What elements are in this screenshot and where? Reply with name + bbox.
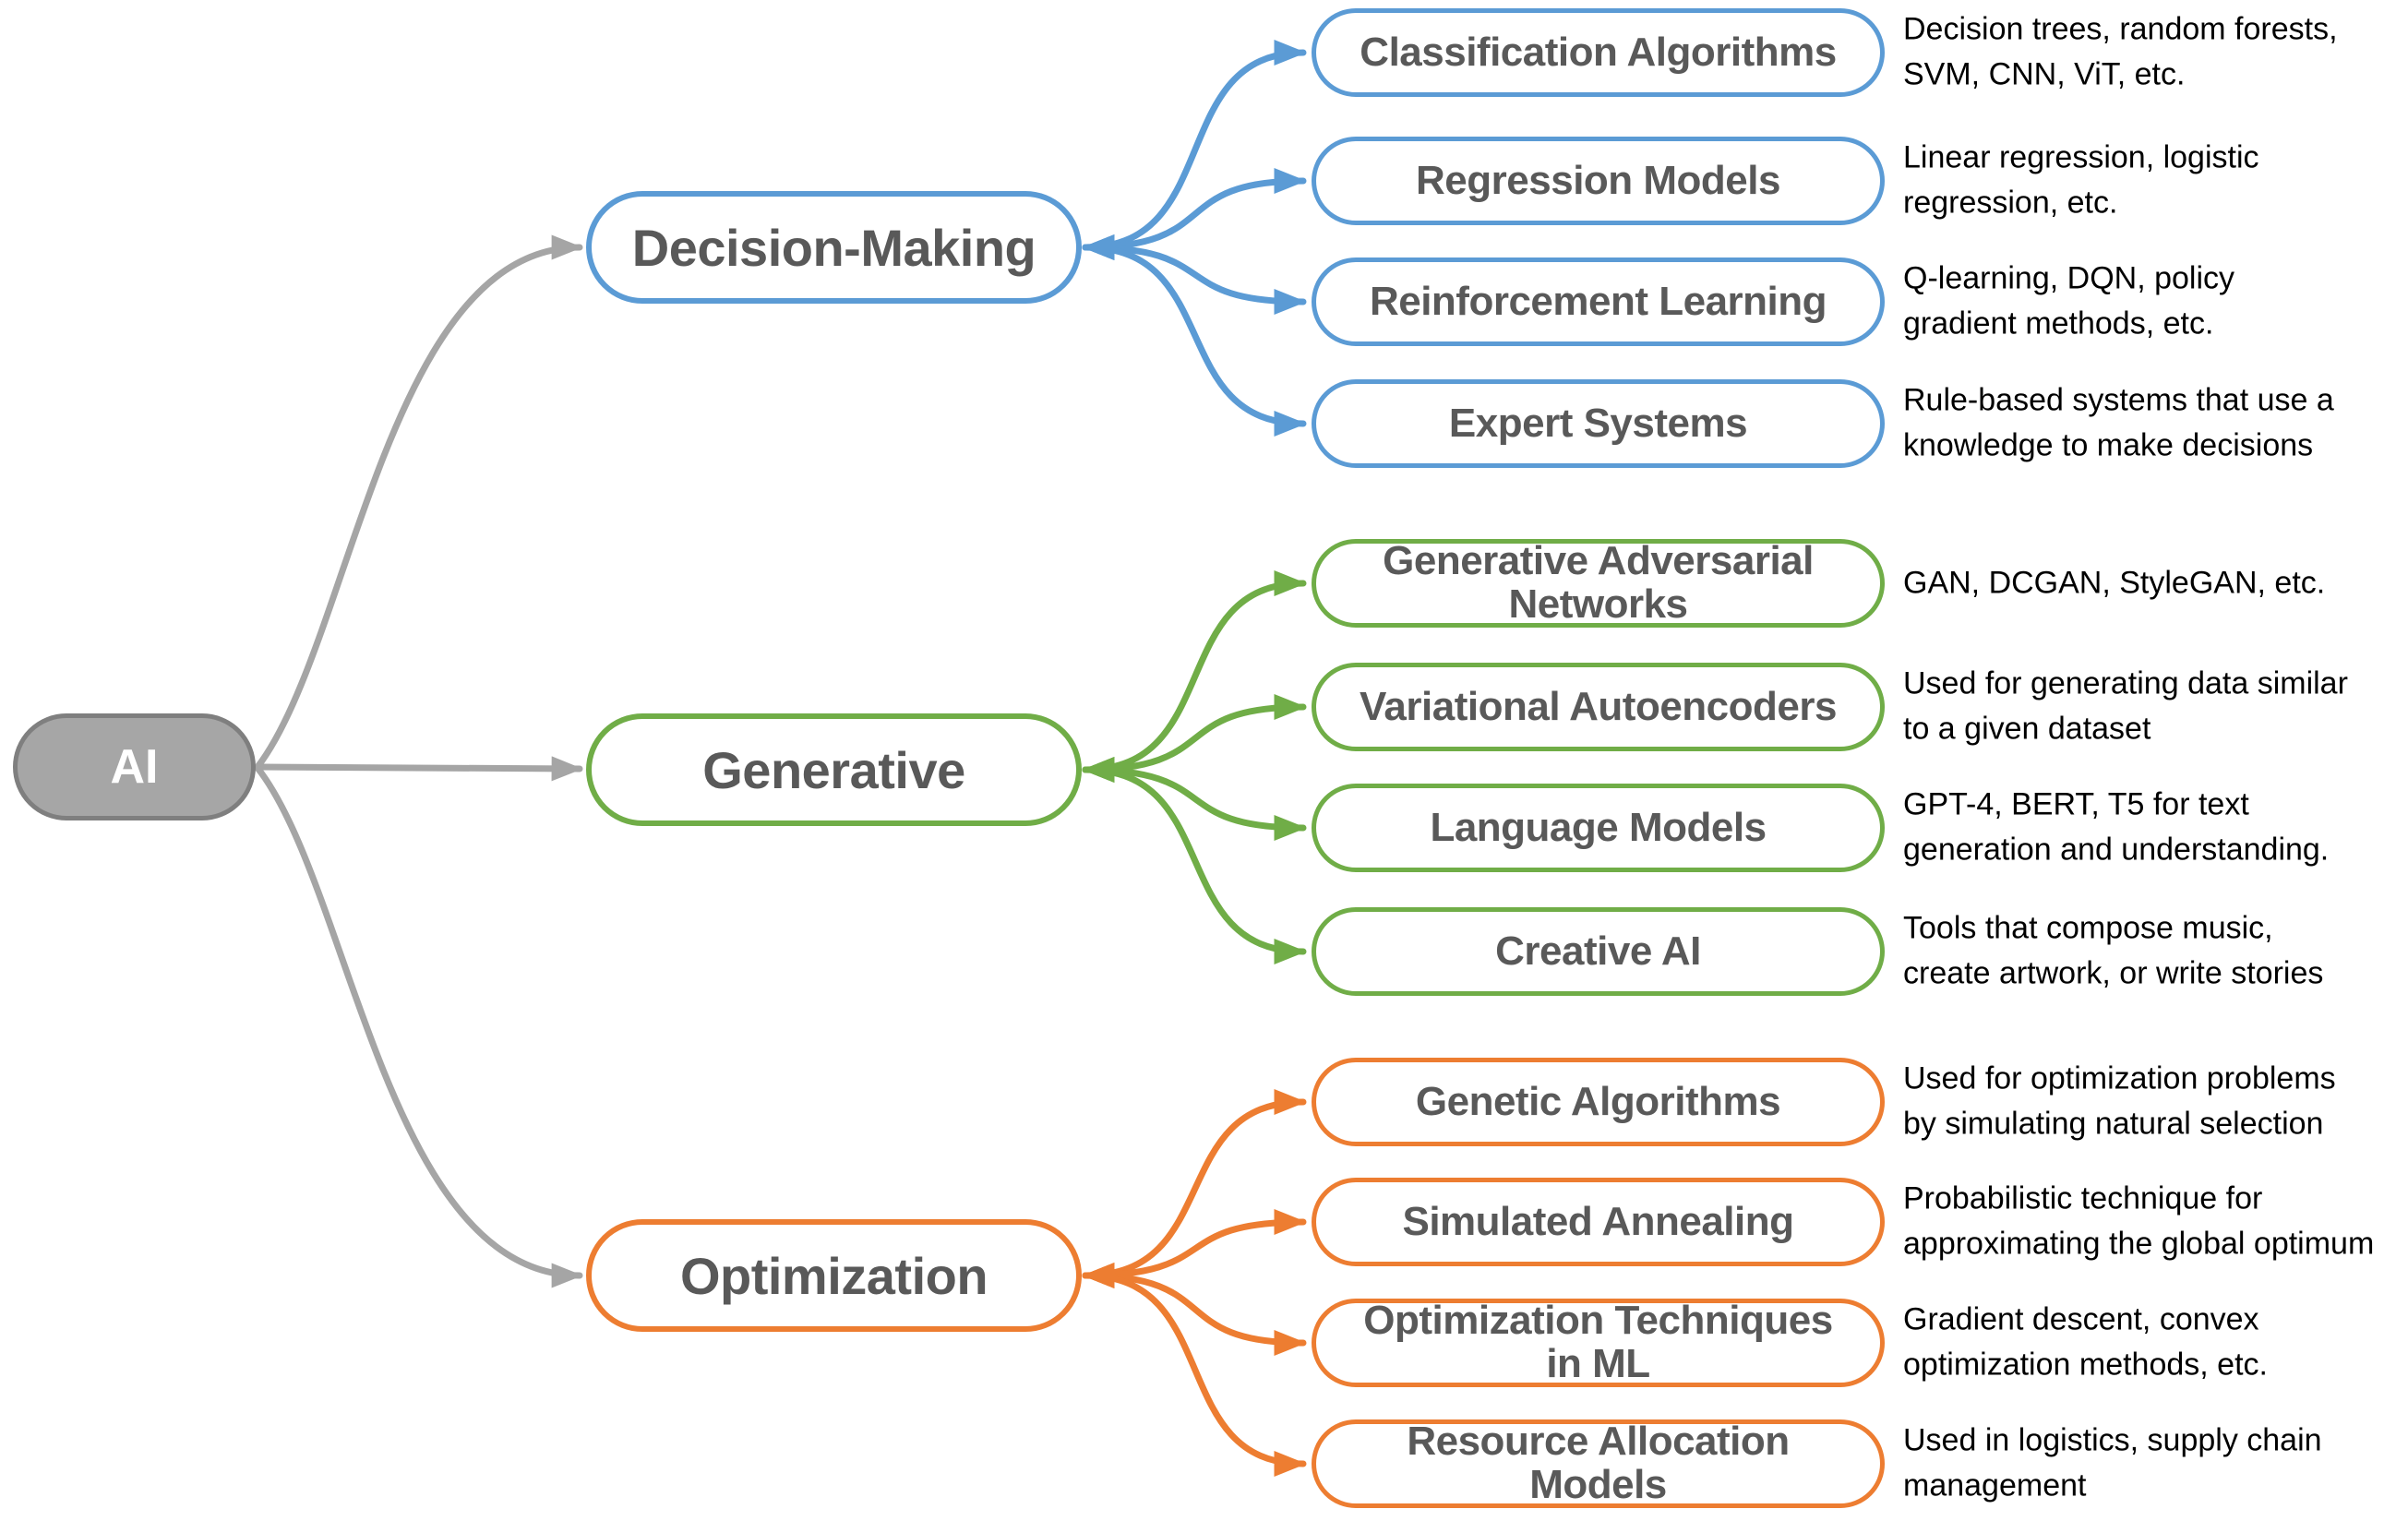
child-node-generative-adversarial-networks: Generative Adversarial Networks	[1312, 539, 1885, 628]
child-node-language-models: Language Models	[1312, 784, 1885, 872]
description-reinforcement-learning: Q-learning, DQN, policy gradient methods…	[1903, 260, 2235, 341]
description-regression-models: Linear regression, logistic regression, …	[1903, 139, 2259, 221]
edge-root-generative	[254, 756, 583, 782]
edge-decision-reinforcement	[1082, 234, 1307, 315]
child-node-expert-systems: Expert Systems	[1312, 379, 1885, 468]
edge-root-optimization	[254, 764, 583, 1288]
child-node-reinforcement-learning: Reinforcement Learning	[1312, 257, 1885, 346]
root-node-ai: AI	[13, 713, 256, 820]
child-node-creative-ai: Creative AI	[1312, 907, 1885, 996]
description-optimization-techniques-in-ml: Gradient descent, convex optimization me…	[1903, 1301, 2268, 1383]
edge-generative-vae	[1082, 694, 1307, 783]
child-node-optimization-techniques-in-ml: Optimization Techniques in ML	[1312, 1299, 1885, 1387]
description-generative-adversarial-networks: GAN, DCGAN, StyleGAN, etc.	[1903, 565, 2326, 601]
edge-optimization-resource-allocation	[1082, 1263, 1307, 1477]
description-simulated-annealing: Probabilistic technique for approximatin…	[1903, 1180, 2375, 1262]
description-classification-algorithms: Decision trees, random forests, SVM, CNN…	[1903, 11, 2338, 92]
branch-node-decision-making: Decision-Making	[586, 191, 1082, 304]
edge-root-decision-making	[254, 234, 583, 771]
description-creative-ai: Tools that compose music, create artwork…	[1903, 910, 2324, 991]
edge-decision-regression	[1082, 168, 1307, 260]
edge-decision-expert	[1082, 234, 1307, 437]
child-node-simulated-annealing: Simulated Annealing	[1312, 1178, 1885, 1266]
child-node-classification-algorithms: Classification Algorithms	[1312, 8, 1885, 97]
branch-node-generative: Generative	[586, 713, 1082, 826]
description-variational-autoencoders: Used for generating data similar to a gi…	[1903, 665, 2348, 747]
edge-generative-creative-ai	[1082, 757, 1307, 964]
edge-optimization-annealing	[1082, 1209, 1307, 1288]
description-genetic-algorithms: Used for optimization problems by simula…	[1903, 1060, 2336, 1142]
child-node-variational-autoencoders: Variational Autoencoders	[1312, 663, 1885, 751]
description-language-models: GPT-4, BERT, T5 for text generation and …	[1903, 786, 2330, 868]
child-node-regression-models: Regression Models	[1312, 137, 1885, 225]
branch-node-optimization: Optimization	[586, 1219, 1082, 1332]
description-expert-systems: Rule-based systems that use a knowledge …	[1903, 382, 2334, 463]
child-node-genetic-algorithms: Genetic Algorithms	[1312, 1058, 1885, 1146]
description-resource-allocation-models: Used in logistics, supply chain manageme…	[1903, 1422, 2322, 1503]
edge-generative-language-models	[1082, 757, 1307, 841]
child-node-resource-allocation-models: Resource Allocation Models	[1312, 1419, 1885, 1508]
edge-optimization-techniques-ml	[1082, 1263, 1307, 1356]
